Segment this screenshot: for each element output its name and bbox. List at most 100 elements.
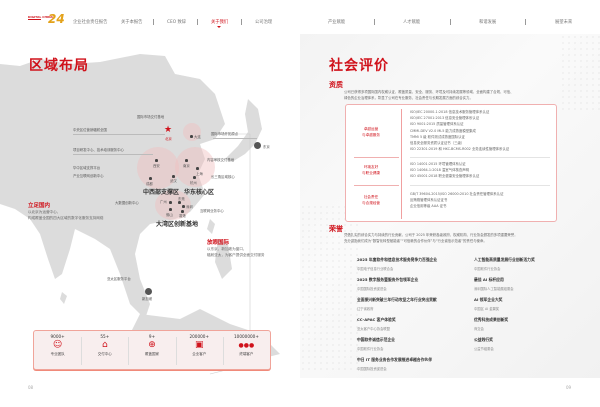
qual-category: 社会责任与合规经营 (352, 194, 390, 206)
dot-pattern (300, 204, 360, 374)
city-singapore: 新加坡 (142, 297, 153, 301)
award-org: 中国电子信息行业联合会 (357, 267, 394, 271)
qual-item: ISO 45001:2018 职业健康安全管理体系认证 (410, 174, 480, 179)
nav-harmony[interactable]: 和谐发展 (479, 20, 497, 25)
award-org: 深圳国际人工智能展组委会 (474, 287, 514, 291)
city-tokyo: 东京 (263, 145, 270, 149)
region-west: 中西部支撑区 (143, 189, 180, 196)
category-line: 与合规经营 (362, 201, 380, 205)
city-dot (193, 176, 196, 179)
nav-about-report[interactable]: 关于本报告 (121, 20, 143, 25)
qual-item: GB/T 39604-2015/ISO 26000:2010 社会责任管理体系认… (410, 192, 504, 196)
city-nanjing: 南京 (183, 164, 190, 168)
city-hangzhou: 杭州 (190, 181, 197, 185)
nav-about-us[interactable]: 关于我们 (211, 20, 229, 25)
region-bay: 大湾区创新基地 (156, 221, 199, 228)
qual-category: 卓越运营与卓越服务 (352, 126, 390, 138)
award-item: 人工智能高质量发展行业创新活力奖中国软件行业协会 (474, 257, 535, 271)
nav-separator (153, 19, 154, 25)
city-shenzhen: 深圳 (186, 205, 193, 209)
city-dot (196, 167, 199, 170)
award-org: 中国软件行业协会 (357, 347, 384, 351)
dot-pattern (560, 34, 600, 114)
city-xian: 西安 (153, 164, 160, 168)
team-icon: ☺ (52, 340, 63, 350)
award-org: 中国国际投资促进会 (357, 367, 387, 371)
region-east: 华东核心区 (184, 189, 215, 196)
label-bigdata: 大数据创新中心 (115, 201, 139, 205)
delivery-center-icon: ⌂ (101, 340, 108, 350)
dalian-highlight (183, 123, 201, 141)
stat-value: 10000000+ (234, 334, 259, 339)
label-apac: 亚太区服务平台 (107, 277, 131, 281)
stat-label: 交付中心 (97, 352, 112, 356)
award-org: 商交会 (474, 327, 484, 331)
nav-talent[interactable]: 人才赋能 (403, 20, 421, 25)
divider (401, 109, 402, 219)
nav-separator (374, 19, 375, 25)
page-number: 09 (566, 385, 572, 390)
city-wuhan: 武汉 (170, 179, 177, 183)
stat-label: 终端客户 (239, 352, 254, 356)
beijing-star-icon: ★ (164, 125, 173, 135)
international-section: 放眼国际 以东京、新加坡为窗口， 辐射亚太，为客户提供全面交付服务 (207, 238, 265, 258)
label-industry: 产业互联网创新中心 (73, 174, 104, 178)
city-dot (178, 201, 181, 204)
logo-text: DIGITAL CHINA (28, 15, 53, 19)
nav-governance[interactable]: 公司治理 (255, 20, 273, 25)
award-name: 优秀科技成果创新奖 (474, 317, 509, 322)
qualification-table: 卓越运营与卓越服务 ISO/IEC 20000-1:2018 信息技术服务管理体… (345, 104, 557, 222)
city-dot-singapore (145, 288, 152, 295)
qual-item: ISO 14064-1:2018 温室气体核查声明 (410, 168, 470, 173)
stat-team: 9000+☺专业团队 (34, 331, 81, 369)
taiwan-landmass (207, 219, 215, 234)
page-number: 08 (28, 385, 34, 390)
award-name: 公益践行奖 (474, 337, 493, 342)
mainland-landmass (0, 54, 225, 319)
desc-line: 充分激励我们成为“数智化转型赋能者”“可信赖的合作伙伴”与“行业诚信示范者”的责… (344, 239, 487, 243)
nav-ceo[interactable]: CEO 致辞 (167, 20, 187, 25)
qual-item: ISO/IEC 20000-1:2018 信息技术服务管理体系认证 (410, 110, 490, 114)
divider (354, 157, 399, 158)
award-name: 最佳 AI 标杆应用 (474, 277, 504, 282)
award-name: AI 领军企业大奖 (474, 297, 503, 302)
nav-separator (450, 19, 451, 25)
stat-value: 55+ (100, 334, 110, 339)
logo[interactable]: DIGITAL CHINA 24 (28, 12, 70, 28)
city-dongguan: 东莞 (178, 197, 185, 201)
enterprise-icon: ▣ (194, 340, 204, 350)
logo-badge: 24 (48, 12, 65, 26)
city-dot (182, 205, 185, 208)
nav-separator (241, 19, 242, 25)
qual-item: CMMI-DEV V2.0 ML5 能力成熟度模型集成 (410, 128, 476, 133)
honor-title: 荣誉 (329, 225, 343, 233)
qualification-desc: 公司已获得多项国际国内权威认证，覆盖质量、安全、服务、环境及可持续发展等领域，全… (344, 89, 514, 101)
city-beijing: 北京 (165, 137, 172, 141)
users-icon: ●●● (238, 342, 255, 349)
city-hongkong: 香港 (179, 214, 186, 218)
qual-item: 企业信用等级 AAA 证书 (410, 204, 447, 209)
nav-csr-report[interactable]: 企业社会责任报告 (73, 20, 108, 25)
label-yangtze: 长三角区域核心 (211, 175, 235, 179)
nav-industry[interactable]: 产业赋能 (328, 20, 346, 25)
nav-future[interactable]: 展望未来 (555, 20, 573, 25)
domestic-line: 构成覆盖全国的四大区域的数字化服务支持网络 (28, 216, 104, 220)
city-guangzhou: 广州 (160, 200, 167, 204)
award-item: CC-APAC 客户体验奖亚太客户中心协会联盟 (357, 317, 396, 331)
stats-bar: 9000+☺专业团队 55+⌂交付中心 9+⊕覆盖国家 200000+▣企业客户… (33, 330, 271, 370)
domestic-line: 以北京为运营中心， (28, 210, 61, 214)
active-indicator-icon (217, 26, 221, 28)
category-line: 与职业健康 (362, 171, 380, 175)
divider (354, 185, 399, 186)
qual-items: ISO/IEC 20000-1:2018 信息技术服务管理体系认证 ISO/IE… (410, 109, 509, 152)
qual-item: ISO 9001:2015 质量管理体系认证 (410, 122, 464, 127)
stat-value: 200000+ (189, 334, 209, 339)
international-line: 以东京、新加坡为窗口， (207, 247, 247, 251)
award-item: 优秀科技成果创新奖商交会 (474, 317, 508, 331)
city-dot (181, 210, 184, 213)
bay-region-highlight (155, 190, 191, 220)
label-internet: 互联网业务中心 (200, 209, 224, 213)
award-item: 2025 年度软件和信息技术服务竞争力百强企业中国电子信息行业联合会 (357, 257, 437, 271)
divider (410, 185, 550, 186)
qual-item: 信息安全服务资质认证证书（三级） (410, 141, 465, 146)
